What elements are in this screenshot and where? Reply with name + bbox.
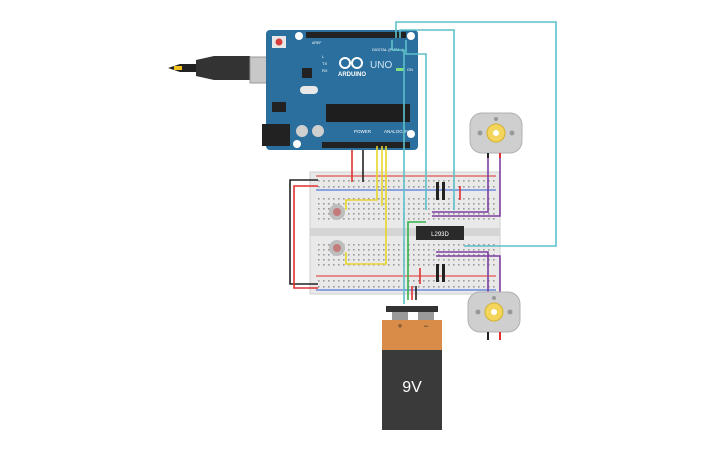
aref-label: AREF bbox=[312, 41, 321, 45]
arduino-brand: ARDUINO bbox=[338, 72, 366, 78]
arduino-logo-icon bbox=[339, 57, 363, 69]
l293d-chip[interactable]: L293D bbox=[416, 226, 464, 240]
on-label: ON bbox=[407, 67, 413, 72]
power-label: POWER bbox=[354, 129, 372, 134]
digital-label: DIGITAL (PWM~) bbox=[372, 47, 404, 52]
battery-label: 9V bbox=[402, 379, 422, 396]
dc-motor-bottom[interactable] bbox=[467, 291, 521, 340]
power-analog-header[interactable] bbox=[322, 142, 410, 148]
battery-9v[interactable]: + − 9V bbox=[382, 306, 442, 430]
analog-label: ANALOG IN bbox=[384, 129, 409, 134]
photoresistor-2[interactable] bbox=[329, 240, 345, 256]
wires[interactable] bbox=[289, 21, 557, 304]
l-label: L bbox=[322, 54, 325, 59]
arduino-uno-board[interactable]: ARDUINO UNO DIGITAL (PWM~) POWER ANALOG … bbox=[262, 30, 418, 150]
component-bottom[interactable] bbox=[436, 264, 445, 282]
photoresistor-1[interactable] bbox=[329, 204, 345, 220]
dc-jack bbox=[262, 124, 290, 146]
capacitor bbox=[312, 125, 324, 137]
dc-motor-top[interactable] bbox=[469, 112, 523, 158]
tx-label: TX bbox=[322, 61, 327, 66]
power-led bbox=[396, 68, 404, 71]
capacitor bbox=[296, 125, 308, 137]
component-top[interactable] bbox=[436, 182, 445, 200]
rx-label: RX bbox=[322, 68, 328, 73]
battery-plus: + bbox=[397, 321, 402, 331]
digital-header[interactable] bbox=[306, 32, 406, 38]
battery-minus: − bbox=[423, 321, 428, 331]
breadboard[interactable] bbox=[309, 171, 501, 295]
chip-label: L293D bbox=[431, 232, 449, 238]
atmega-chip bbox=[326, 104, 410, 122]
arduino-model: UNO bbox=[370, 60, 392, 71]
